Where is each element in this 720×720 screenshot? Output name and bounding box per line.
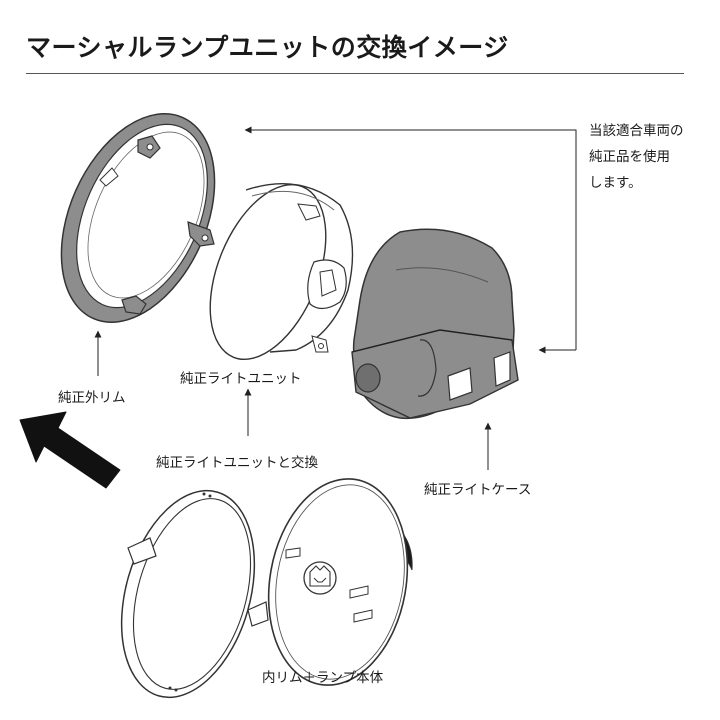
- light-unit-part: [209, 182, 354, 361]
- outer-rim-part: [60, 113, 216, 323]
- oem-note: 当該適合車両の 純正品を使用 します。: [589, 118, 684, 196]
- case-to-top-arrow: [244, 126, 577, 350]
- oem-note-line-1: 当該適合車両の: [589, 123, 684, 139]
- light-unit-label: 純正ライトユニット: [180, 371, 302, 387]
- swap-label: 純正ライトユニットと交換: [156, 455, 318, 471]
- inner-rim-part: [120, 489, 269, 699]
- inner-assembly-label: 内リム＋ランプ本体: [262, 670, 384, 686]
- light-case-part: [351, 228, 519, 420]
- oem-note-line-2: 純正品を使用: [589, 149, 670, 165]
- title-divider: [26, 73, 684, 74]
- outer-rim-label: 純正外リム: [58, 390, 126, 406]
- oem-note-line-3: します。: [589, 175, 642, 191]
- swap-arrow-icon: [19, 411, 121, 489]
- light-case-label: 純正ライトケース: [424, 482, 532, 498]
- lamp-body-part: [267, 478, 413, 686]
- page-title: マーシャルランプユニットの交換イメージ: [26, 33, 509, 62]
